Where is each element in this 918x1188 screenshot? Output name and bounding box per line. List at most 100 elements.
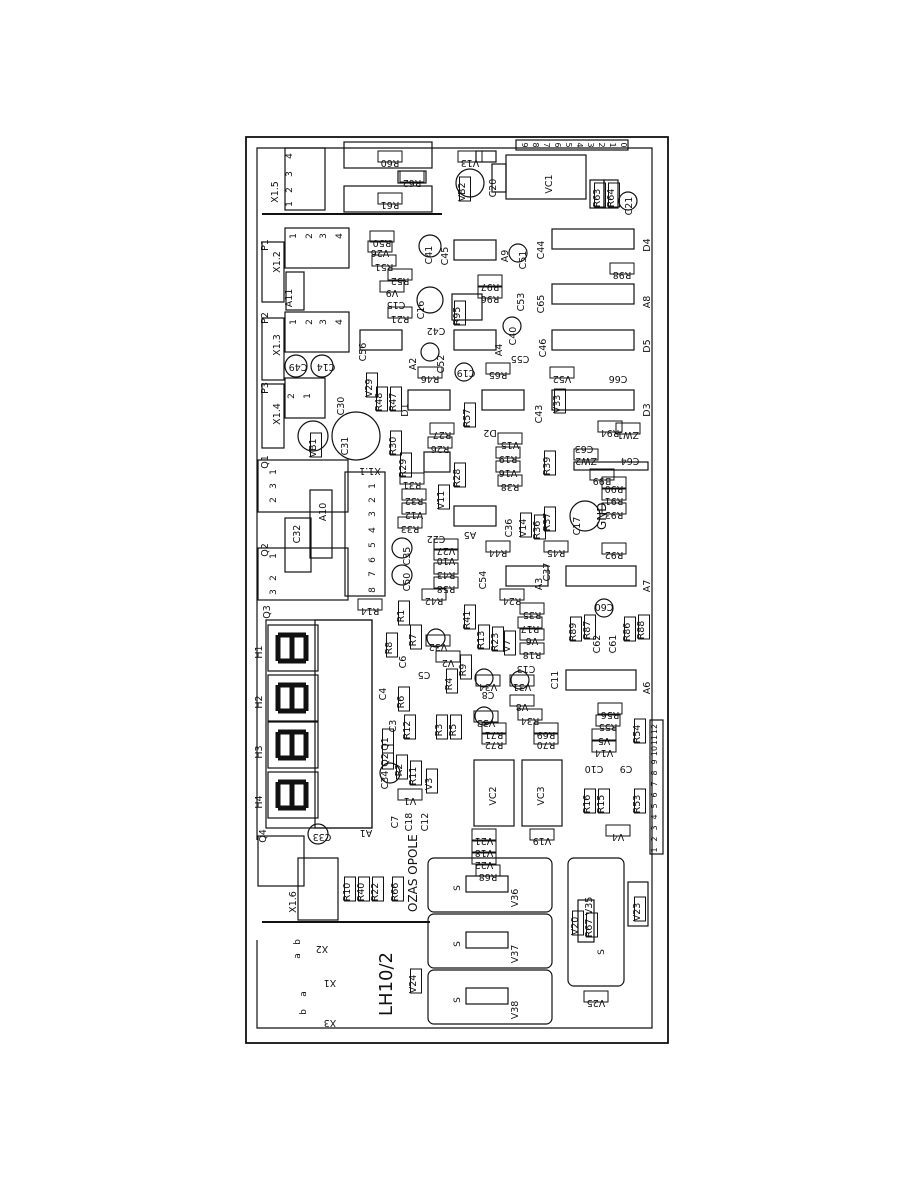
part-body (398, 686, 410, 712)
v36-block (427, 857, 553, 913)
part-label-c35: C35 (402, 547, 413, 566)
part-label-v33: V33 (477, 717, 496, 728)
part-label-c65: C65 (536, 295, 547, 314)
part-body (504, 630, 516, 656)
bottom-strip-pin: 9 (650, 759, 659, 764)
part-body (534, 514, 546, 540)
part-body (533, 722, 559, 735)
part-label-h1: H1 (254, 645, 265, 658)
part-body (371, 254, 397, 267)
pin-number: 1 (303, 393, 313, 399)
part-label-a5: A5 (464, 529, 477, 540)
part-body (605, 824, 631, 837)
part-body (372, 876, 384, 902)
part-label-q4: Q4 (258, 829, 269, 843)
part-label-v7: V7 (502, 640, 513, 653)
q2-area (257, 547, 349, 601)
part-label-v20: V20 (570, 917, 581, 936)
part-body (597, 420, 623, 433)
a6-ic (565, 669, 637, 691)
part-label-c46: C46 (538, 339, 549, 358)
part-body (475, 864, 501, 877)
part-label-r5: R5 (448, 724, 459, 737)
part-label-d5: D5 (642, 339, 653, 352)
v38-block (427, 969, 553, 1025)
part-label-a10: A10 (318, 503, 329, 522)
part-label-c45: C45 (440, 247, 451, 266)
part-label-r4: R4 (444, 678, 455, 691)
part-label-r43: R43 (437, 569, 456, 580)
part-label-r33: R33 (401, 523, 420, 534)
part-label-v27: V27 (437, 545, 456, 556)
part-label-r58: R58 (437, 583, 456, 594)
part-body (390, 430, 402, 456)
r61-body (343, 185, 433, 213)
part-label-c17: C17 (572, 517, 583, 536)
part-body (454, 462, 466, 488)
part-label-x3: X3 (324, 1017, 337, 1028)
part-label-r19: R19 (499, 453, 518, 464)
part-label-v37: V37 (510, 945, 521, 964)
part-label-a6: A6 (642, 682, 653, 695)
part-body (446, 668, 458, 694)
part-label-d1: D1 (400, 403, 411, 416)
part-body (382, 728, 394, 754)
b99-strip (573, 461, 649, 471)
part-body (377, 192, 403, 205)
part-label-r97: R97 (481, 281, 500, 292)
part-label-r91: R91 (605, 495, 624, 506)
part-label-r42: R42 (425, 595, 444, 606)
part-label-r94: R94 (601, 427, 620, 438)
part-label-a2: A2 (408, 358, 419, 371)
pin-number: 5 (368, 542, 378, 548)
part-label-r21: R21 (391, 313, 410, 324)
part-label-c32: C32 (292, 525, 303, 544)
part-body (495, 460, 521, 473)
part-label-r29: R29 (398, 459, 409, 478)
part-body (485, 540, 511, 553)
part-label-c63: C63 (575, 443, 594, 454)
bottom-strip-pin: 4 (650, 814, 659, 819)
part-label-c19: C19 (457, 367, 476, 378)
part-label-q1: Q1 (380, 737, 391, 751)
part-label-a9: A9 (500, 250, 511, 263)
vc3-body (521, 759, 563, 827)
a10-module (309, 489, 333, 559)
part-body (310, 432, 322, 458)
part-body (583, 990, 609, 1003)
part-body (471, 852, 497, 865)
a4-ic (453, 329, 497, 351)
part-label-v24: V24 (408, 975, 419, 994)
pin-number: 1 (289, 319, 299, 325)
bottom-strip-pin: 5 (650, 803, 659, 808)
part-body (369, 230, 395, 243)
part-label-r90: R90 (605, 483, 624, 494)
part-body (533, 732, 559, 745)
a8-ic (551, 283, 635, 305)
board-outline (245, 136, 669, 1044)
part-label-c55: C55 (511, 353, 530, 364)
part-label-c20: C20 (488, 179, 499, 198)
part-label-r34: R34 (521, 715, 540, 726)
part-body (401, 488, 427, 501)
pin-number: 4 (368, 527, 378, 533)
part-label-a1: A1 (360, 827, 373, 838)
part-body (376, 386, 388, 412)
part-label-r46: R46 (421, 373, 440, 384)
part-label-a7: A7 (642, 580, 653, 593)
part-label-r71: R71 (485, 729, 504, 740)
part-body (477, 286, 503, 299)
part-body (601, 476, 627, 489)
bottom-strip-pin: 7 (650, 781, 659, 786)
inner-outline (256, 147, 653, 1029)
part-label-c61: C61 (608, 635, 619, 654)
part-label-x1: X1 (324, 977, 337, 988)
a11-module (285, 271, 305, 311)
part-label-v6: V6 (526, 635, 539, 646)
part-label-c36: C36 (504, 519, 515, 538)
part-body (597, 702, 623, 715)
part-label-r32: R32 (405, 495, 424, 506)
part-label-r70: R70 (537, 739, 556, 750)
r60-body (343, 141, 433, 169)
